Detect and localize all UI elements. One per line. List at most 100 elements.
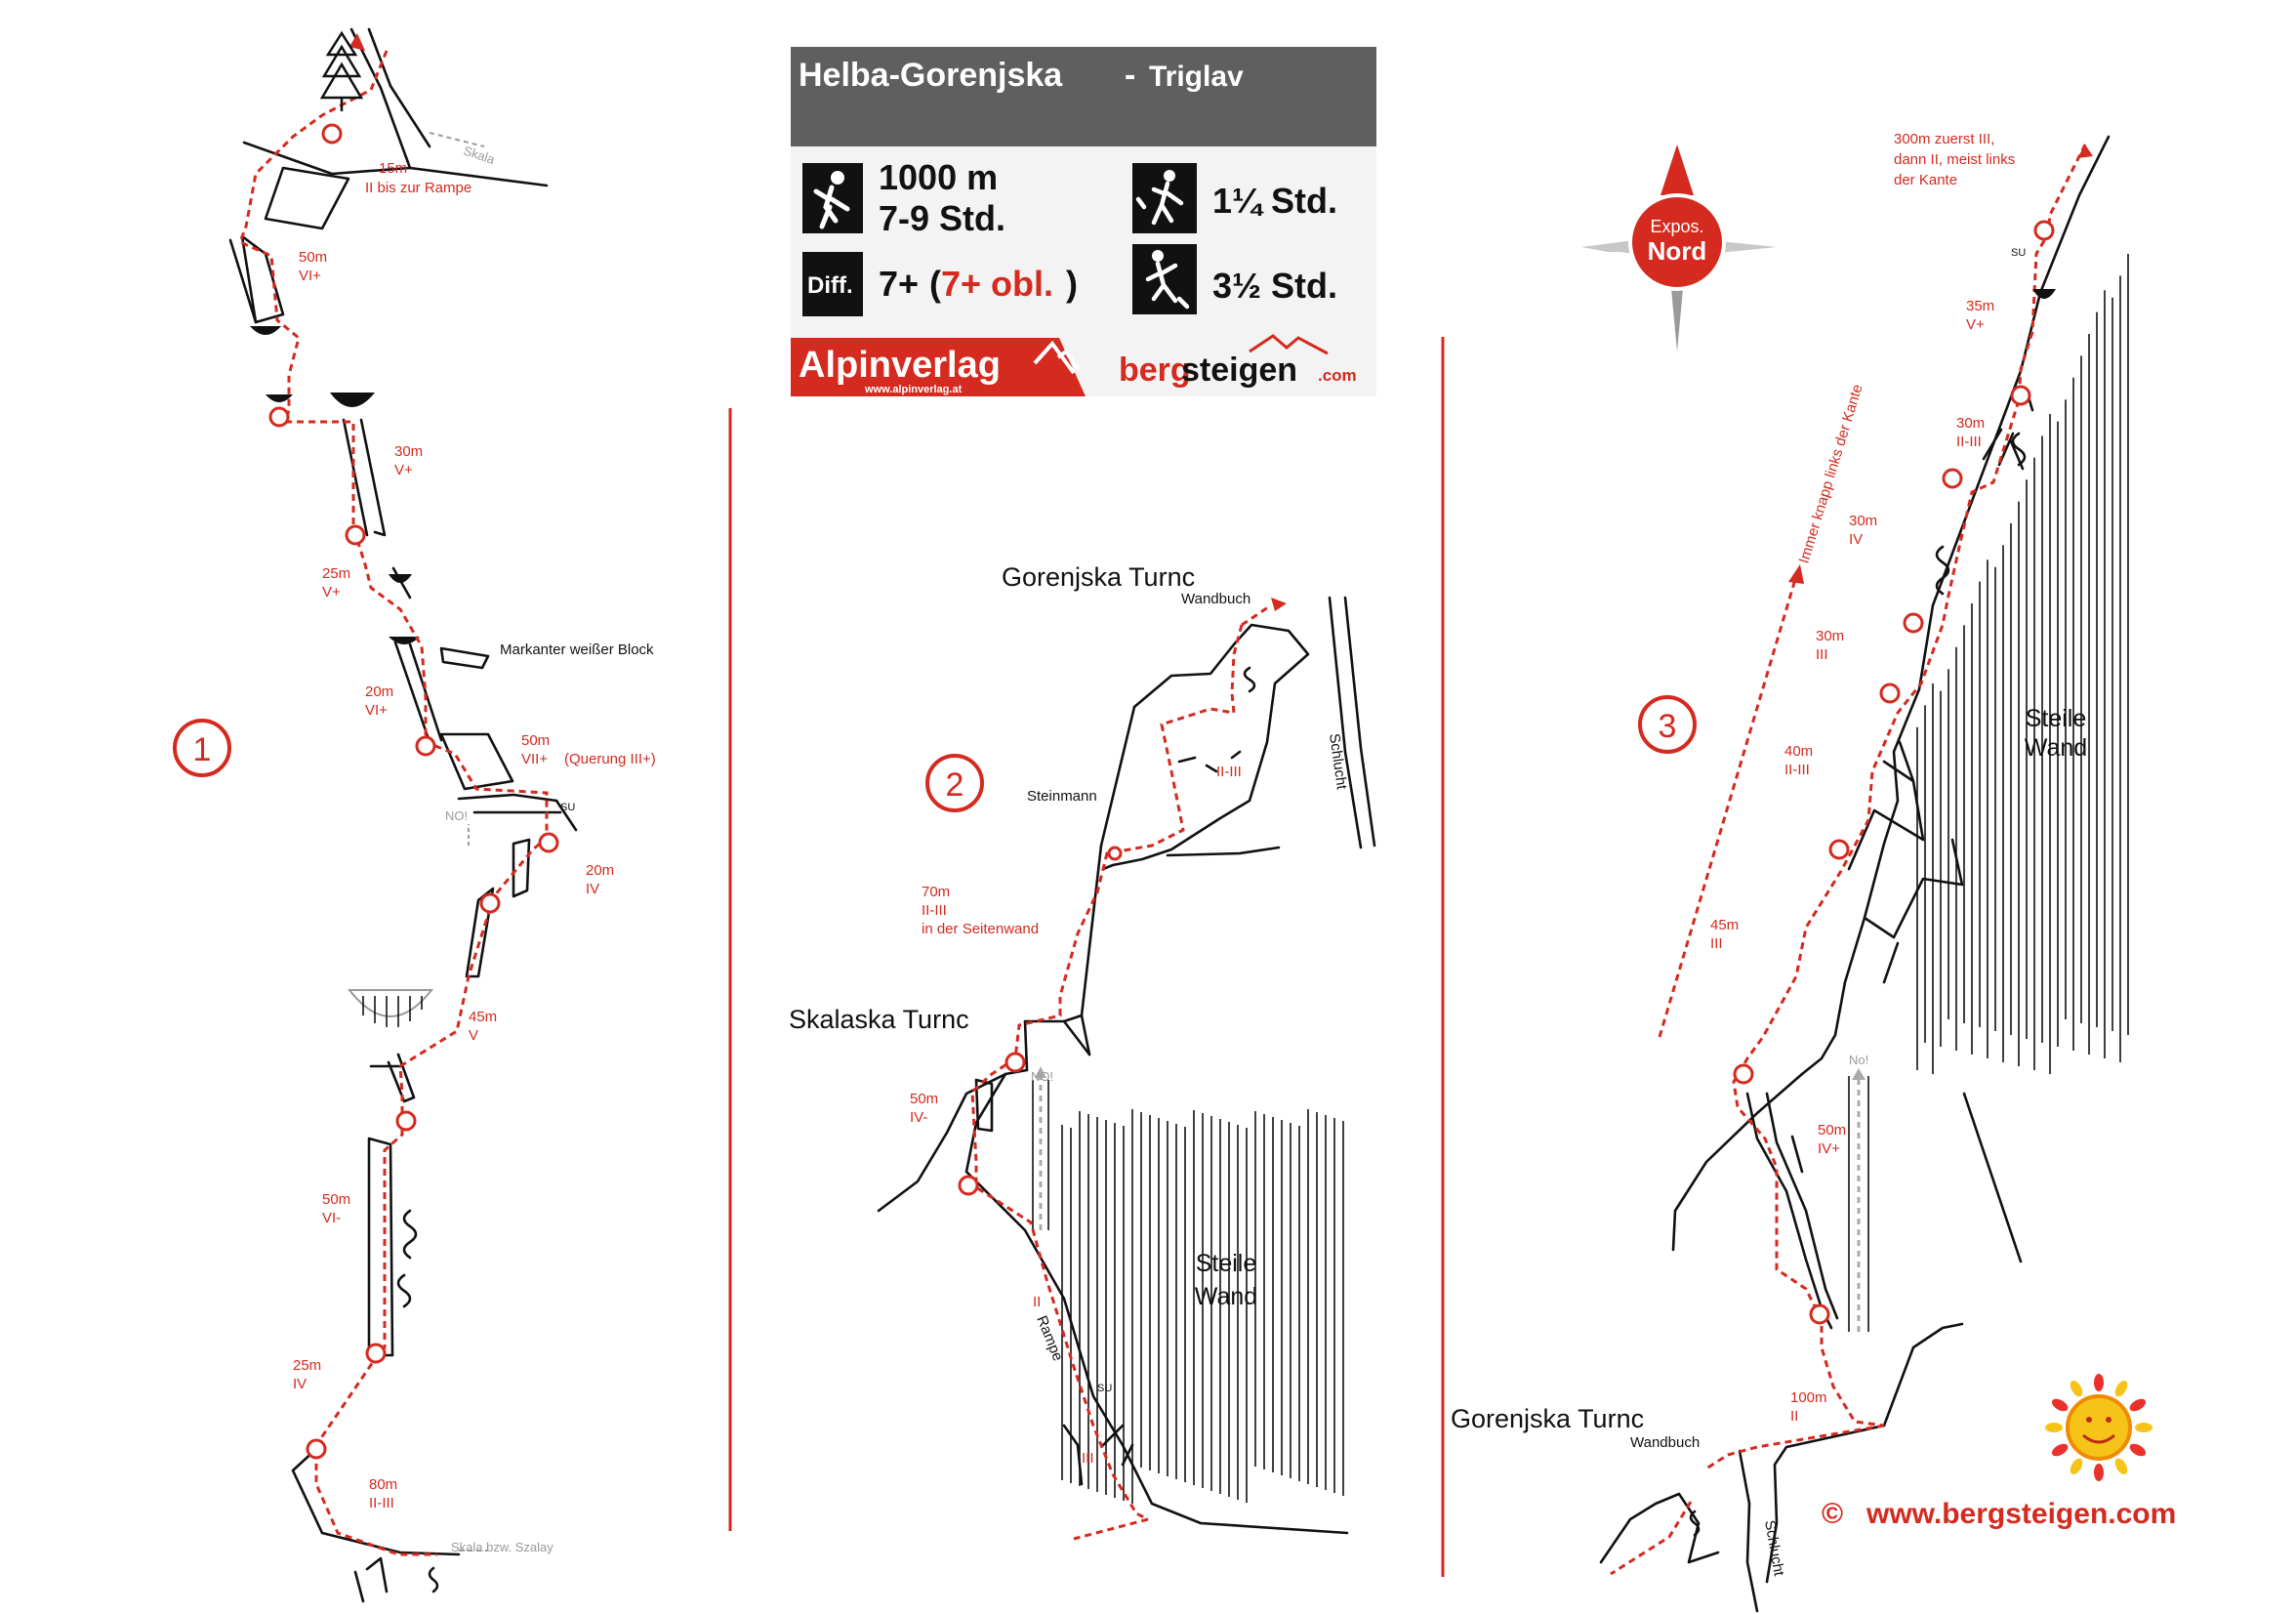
difficulty-main: 7+ xyxy=(879,264,919,304)
bergsteigen-logo: berg steigen .com xyxy=(1119,334,1357,389)
approach-hiker-icon xyxy=(1132,163,1197,233)
north-arrow-icon xyxy=(1660,145,1694,195)
pitch-length: 50m xyxy=(299,249,327,266)
route-subtitle: Triglav xyxy=(1149,61,1244,93)
copyright-symbol: © xyxy=(1822,1498,1843,1530)
overhang-symbols xyxy=(250,326,434,1027)
panel-1-route-line xyxy=(238,50,549,1556)
panel-3-belays xyxy=(1733,220,2055,1325)
panel-1-belays xyxy=(268,123,559,1460)
pitch-length: 25m xyxy=(322,565,350,582)
difficulty-obligatory: 7+ obl. xyxy=(941,264,1053,304)
topo-panel-1: 1 xyxy=(173,27,656,1603)
pitch-grade: II-III xyxy=(1956,434,1982,450)
belay-station xyxy=(1903,612,1924,634)
pitch-grade: V+ xyxy=(1966,316,1985,333)
belay-station xyxy=(365,1343,387,1364)
belay-station xyxy=(345,524,366,546)
belay-station xyxy=(321,123,343,145)
crack-symbol xyxy=(1689,1510,1701,1537)
pitch-length: 20m xyxy=(365,683,393,700)
pitch-length: 20m xyxy=(586,862,614,879)
su-label: SU xyxy=(2011,247,2026,259)
pitch-grade: II xyxy=(1790,1408,1798,1425)
route-title: Helba-Gorenjska xyxy=(799,57,1063,94)
title-bar xyxy=(791,47,1376,146)
pitch-length: 35m xyxy=(1966,298,1994,314)
pitch-length: 50m xyxy=(322,1191,350,1208)
difficulty-paren-open: ( xyxy=(929,264,941,304)
bergsteigen-logo-com: .com xyxy=(1318,366,1357,385)
pitch-note: in der Seitenwand xyxy=(922,921,1039,937)
pitch-length: 45m xyxy=(469,1009,497,1025)
topo-panel-2: 2 Gorenjska Turnc Wandbuch Steinmann Ska… xyxy=(789,562,1376,1541)
pitch-length: 30m xyxy=(1956,415,1985,432)
pitch-grade: VI+ xyxy=(365,702,388,719)
descent-time: 3½ Std. xyxy=(1212,266,1337,306)
pitch-length: 50m xyxy=(1818,1122,1846,1138)
pitch-grade: II bis zur Rampe xyxy=(365,180,472,196)
panel-3-schlucht: Schlucht xyxy=(1761,1519,1787,1578)
belay-station xyxy=(415,735,436,757)
steile-wand-1: Steile xyxy=(2026,705,2087,732)
route-length: 1000 m xyxy=(879,157,998,197)
crack-symbol xyxy=(1935,545,1950,596)
belay-station xyxy=(1942,468,1963,489)
crack-symbol xyxy=(396,1273,412,1308)
panel-1-number: 1 xyxy=(193,731,212,768)
top-note-line-2: dann II, meist links xyxy=(1894,151,2015,168)
pitch-grade: III xyxy=(1816,646,1828,663)
pitch-length: 30m xyxy=(1816,628,1844,644)
no-label: NO! xyxy=(445,808,468,823)
panel-3-steep-wall xyxy=(1916,254,2129,1074)
title-separator: - xyxy=(1125,57,1135,94)
belay-station xyxy=(395,1110,417,1132)
panel-2-number-circle xyxy=(925,754,984,812)
belay-station xyxy=(2033,220,2055,241)
climber-icon xyxy=(802,163,863,233)
top-note-line-3: der Kante xyxy=(1894,172,1957,188)
schlucht-label: Schlucht xyxy=(1326,732,1350,791)
crack-symbol xyxy=(1243,666,1256,693)
difficulty-icon-label: Diff. xyxy=(807,272,853,299)
compass-exposure-label: Expos. xyxy=(1650,217,1703,236)
pitch-length: 50m xyxy=(910,1091,938,1107)
panel-2-summit-label: Gorenjska Turnc xyxy=(1002,562,1195,592)
compass-north-label: Nord xyxy=(1648,236,1707,266)
grade-ramp: II xyxy=(1033,1294,1041,1310)
pitch-length: 30m xyxy=(394,443,423,460)
panel-2-no-label: NO! xyxy=(1031,1069,1053,1084)
steile-wand-2: Wand xyxy=(2025,734,2087,762)
pitch-grade: II-III xyxy=(369,1495,394,1511)
belay-station xyxy=(306,1438,327,1460)
bergsteigen-logo-berg: berg xyxy=(1119,352,1191,389)
difficulty-icon: Diff. xyxy=(802,252,863,316)
descent-hiker-icon xyxy=(1132,244,1197,314)
block-label: Markanter weißer Block xyxy=(500,641,654,658)
pitch-length: 100m xyxy=(1790,1389,1827,1406)
steile-wand-2: Wand xyxy=(1195,1283,1257,1310)
pitch-grade: III xyxy=(1710,935,1723,952)
pitch-length: 50m xyxy=(521,732,550,749)
panel-3-number: 3 xyxy=(1659,708,1677,745)
route-info-box: Helba-Gorenjska - Triglav 1000 m 7-9 Std… xyxy=(791,47,1376,396)
belay-station xyxy=(1004,1052,1026,1073)
su-label: SU xyxy=(560,802,575,813)
skala-bottom-label: Skala bzw. Szalay xyxy=(451,1540,554,1554)
crack-symbol xyxy=(2011,432,2027,467)
crack-symbol xyxy=(402,1209,418,1260)
belay-station xyxy=(479,892,501,914)
rampe-label: Rampe xyxy=(1033,1313,1066,1363)
skalaska-label: Skalaska Turnc xyxy=(789,1005,969,1034)
pitch-grade: V+ xyxy=(322,584,341,600)
alpinverlag-url: www.alpinverlag.at xyxy=(864,384,963,395)
panel-2-number: 2 xyxy=(946,766,964,804)
alpinverlag-wordmark: Alpinverlag xyxy=(799,345,1001,386)
pitch-length: 40m xyxy=(1784,743,1813,760)
pitch-grade: II-III xyxy=(922,902,947,919)
alpinverlag-logo: Alpinverlag www.alpinverlag.at xyxy=(791,338,1086,396)
panel-2-steep-wall xyxy=(1061,1109,1344,1504)
belay-station xyxy=(1809,1304,1830,1325)
panel-3-wandbuch: Wandbuch xyxy=(1630,1434,1700,1451)
